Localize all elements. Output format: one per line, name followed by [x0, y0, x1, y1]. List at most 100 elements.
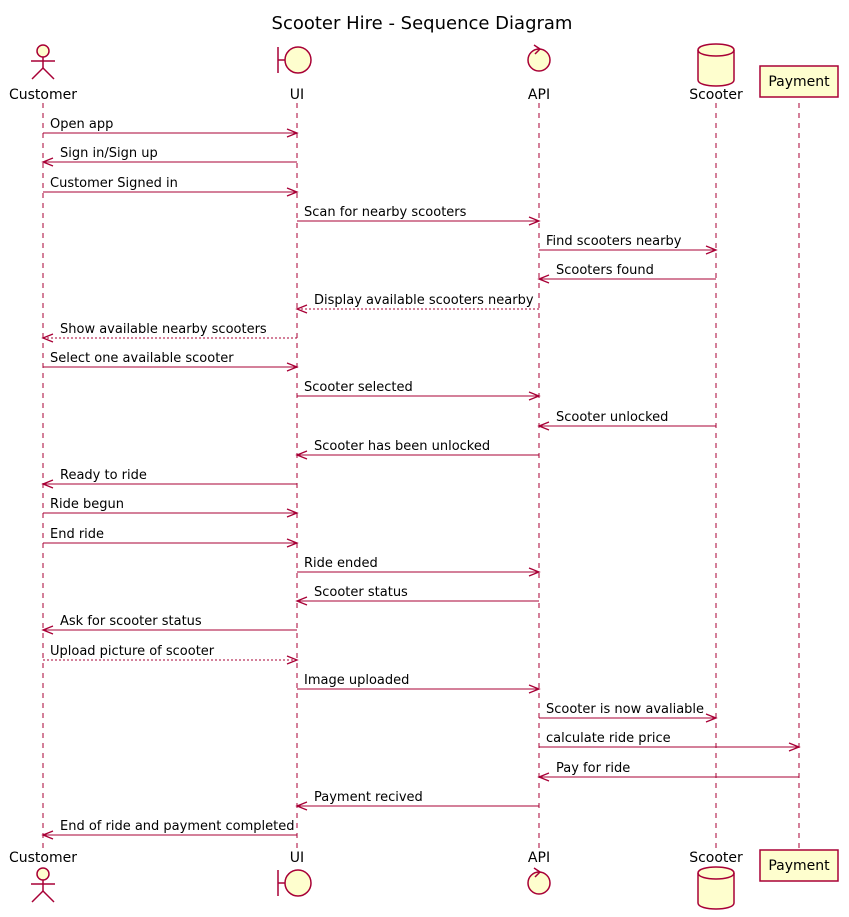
lifelines [42, 103, 800, 850]
participant-label: Customer [9, 850, 77, 866]
message-25: End of ride and payment completed [41, 819, 297, 840]
message-13: Ready to ride [41, 468, 297, 489]
participant-payment-bottom: Payment [759, 849, 839, 882]
boundary-icon [277, 869, 312, 897]
arrowhead [41, 333, 54, 343]
message-2: Sign in/Sign up [41, 146, 297, 167]
arrowhead [295, 596, 308, 606]
arrowhead [705, 245, 718, 255]
arrowhead [537, 274, 550, 284]
arrowhead [537, 421, 550, 431]
message-label: Ride ended [304, 556, 378, 571]
message-1: Open app [43, 117, 299, 138]
participant-scooter-top: Scooter [689, 43, 743, 103]
message-7: Display available scooters nearby [295, 293, 539, 314]
participant-label: API [528, 850, 550, 866]
arrowhead [528, 216, 541, 226]
control-icon [527, 44, 551, 72]
boundary-icon [277, 46, 312, 74]
message-6: Scooters found [537, 263, 716, 284]
actor-icon [31, 44, 55, 80]
message-label: Scan for nearby scooters [304, 205, 467, 220]
participant-heads-bottom: Customer UI API Scooter Payment [9, 849, 839, 910]
message-label: Ride begun [50, 497, 124, 512]
message-label: Scooter has been unlocked [314, 439, 490, 454]
participant-scooter-bottom: Scooter [689, 850, 743, 910]
diagram-title: Scooter Hire - Sequence Diagram [272, 13, 573, 34]
database-icon [697, 866, 735, 910]
message-18: Ask for scooter status [41, 614, 297, 635]
arrowhead [528, 391, 541, 401]
message-9: Select one available scooter [43, 351, 299, 372]
participant-api-bottom: API [527, 850, 551, 895]
message-15: End ride [43, 527, 299, 548]
message-11: Scooter unlocked [537, 410, 716, 431]
message-label: Scooter is now avaliable [546, 702, 704, 717]
participant-customer-bottom: Customer [9, 850, 77, 903]
arrowhead [286, 362, 299, 372]
participant-label: UI [290, 87, 304, 103]
arrowhead [705, 713, 718, 723]
message-14: Ride begun [43, 497, 299, 518]
message-20: Image uploaded [297, 673, 541, 694]
message-label: Show available nearby scooters [60, 322, 267, 337]
message-label: Scooters found [556, 263, 654, 278]
message-label: End ride [50, 527, 104, 542]
message-label: Open app [50, 117, 113, 132]
message-3: Customer Signed in [43, 176, 299, 197]
message-23: Pay for ride [537, 761, 799, 782]
message-10: Scooter selected [297, 380, 541, 401]
message-label: Scooter selected [304, 380, 413, 395]
message-label: Image uploaded [304, 673, 409, 688]
arrowhead [788, 742, 801, 752]
message-8: Show available nearby scooters [41, 322, 297, 343]
participant-ui-bottom: UI [277, 850, 312, 897]
arrowhead [41, 625, 54, 635]
arrowhead [41, 830, 54, 840]
actor-icon [31, 867, 55, 903]
participant-label: Payment [768, 74, 830, 90]
control-icon [527, 867, 551, 895]
participant-label: Scooter [689, 87, 743, 103]
participant-label: API [528, 87, 550, 103]
arrowhead [41, 157, 54, 167]
participant-payment-top: Payment [759, 65, 839, 98]
message-label: Customer Signed in [50, 176, 178, 191]
message-label: End of ride and payment completed [60, 819, 294, 834]
arrowhead [528, 567, 541, 577]
arrowhead [286, 128, 299, 138]
arrowhead [286, 655, 299, 665]
message-24: Payment recived [295, 790, 539, 811]
message-label: Ask for scooter status [60, 614, 202, 629]
message-label: Upload picture of scooter [50, 644, 215, 659]
message-label: Find scooters nearby [546, 234, 682, 249]
participant-label: Payment [768, 858, 830, 874]
message-label: Pay for ride [556, 761, 630, 776]
arrowhead [537, 772, 550, 782]
message-12: Scooter has been unlocked [295, 439, 539, 460]
arrowhead [41, 479, 54, 489]
message-label: Payment recived [314, 790, 423, 805]
arrowhead [295, 304, 308, 314]
message-16: Ride ended [297, 556, 541, 577]
participant-label: UI [290, 850, 304, 866]
database-icon [697, 43, 735, 87]
arrowhead [528, 684, 541, 694]
message-label: Select one available scooter [50, 351, 234, 366]
message-19: Upload picture of scooter [43, 644, 299, 665]
message-label: Scooter unlocked [556, 410, 668, 425]
arrowhead [286, 187, 299, 197]
participant-ui-top: UI [277, 46, 312, 103]
message-21: Scooter is now avaliable [539, 702, 718, 723]
arrowhead [286, 538, 299, 548]
arrowhead [295, 450, 308, 460]
arrowhead [295, 801, 308, 811]
message-label: Ready to ride [60, 468, 147, 483]
participant-api-top: API [527, 44, 551, 103]
participant-customer-top: Customer [9, 44, 77, 103]
message-22: calculate ride price [539, 731, 801, 752]
message-label: Sign in/Sign up [60, 146, 158, 161]
